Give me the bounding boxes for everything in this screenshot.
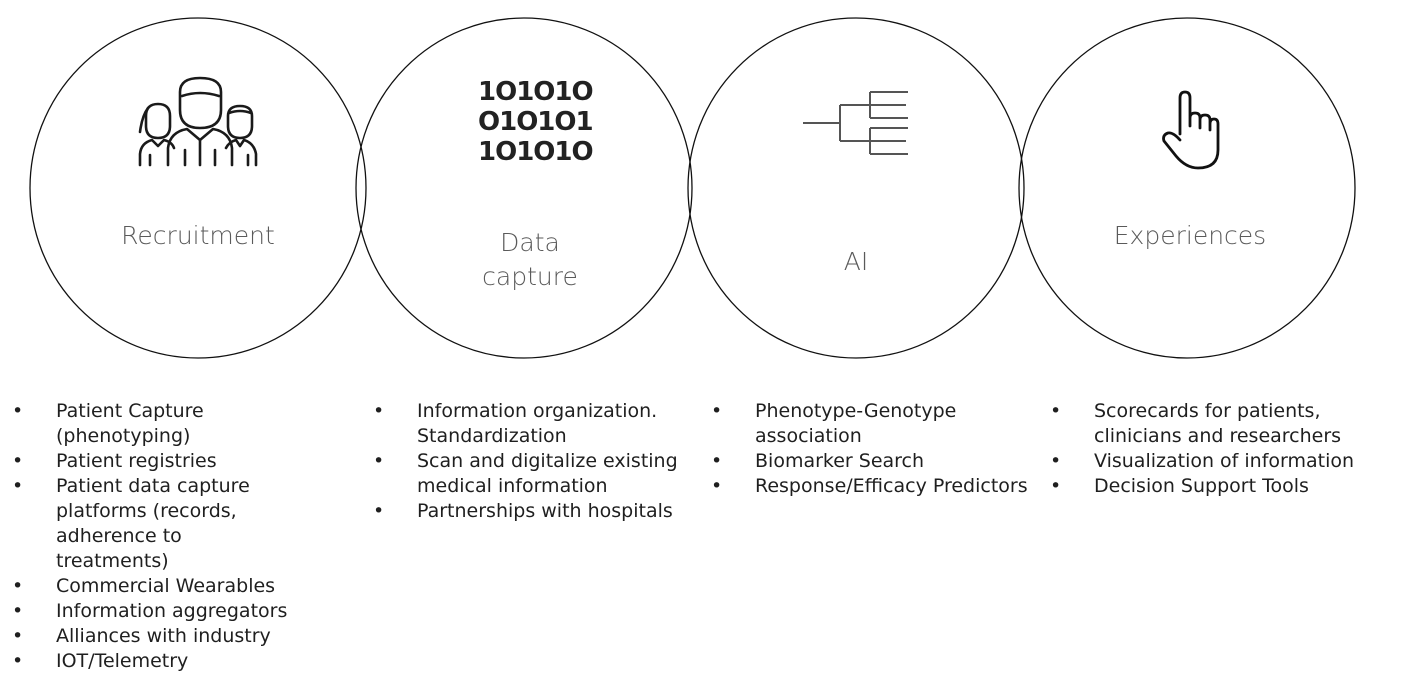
list-item: Patient Capture (phenotyping) xyxy=(12,399,226,449)
list-item: Partnerships with hospitals xyxy=(373,499,703,524)
hierarchy-tree-icon xyxy=(803,91,908,155)
binary-row: O1O1O1 xyxy=(478,107,594,137)
list-item: Alliances with industry xyxy=(12,624,312,649)
list-item: Patient registries xyxy=(12,449,312,474)
list-item: Phenotype-Genotype association xyxy=(711,399,985,449)
list-item: IOT/Telemetry xyxy=(12,649,312,674)
bullets-ai: Phenotype-Genotype association Biomarker… xyxy=(711,399,1046,499)
people-group-icon xyxy=(138,76,258,167)
bullets-data-capture: Information organization. Standardizatio… xyxy=(373,399,703,524)
binary-row: 1O1O1O xyxy=(478,137,594,167)
title-data-capture: Data capture xyxy=(430,226,630,294)
binary-data-icon: 1O1O1O O1O1O1 1O1O1O xyxy=(478,77,594,167)
circle-data-capture xyxy=(355,17,693,359)
list-item: Scorecards for patients, clinicians and … xyxy=(1050,399,1379,449)
title-data-capture-line1: Data xyxy=(500,228,560,257)
circle-experiences xyxy=(1018,17,1356,359)
bullets-experiences: Scorecards for patients, clinicians and … xyxy=(1050,399,1416,499)
bullets-recruitment: Patient Capture (phenotyping) Patient re… xyxy=(12,399,312,674)
title-experiences: Experiences xyxy=(1113,221,1267,250)
list-item: Decision Support Tools xyxy=(1050,474,1416,499)
binary-row: 1O1O1O xyxy=(478,77,594,107)
list-item: Scan and digitalize existing medical inf… xyxy=(373,449,697,499)
list-item: Response/Efficacy Predictors xyxy=(711,474,1046,499)
title-recruitment: Recruitment xyxy=(121,221,275,250)
circle-ai xyxy=(687,17,1025,359)
list-item: Visualization of information xyxy=(1050,449,1416,474)
circle-recruitment xyxy=(29,17,367,359)
title-data-capture-line2: capture xyxy=(482,262,578,291)
list-item: Information organization. Standardizatio… xyxy=(373,399,667,449)
list-item: Biomarker Search xyxy=(711,449,1046,474)
list-item: Commercial Wearables xyxy=(12,574,312,599)
pointing-hand-icon xyxy=(1162,90,1220,170)
list-item: Information aggregators xyxy=(12,599,312,624)
list-item: Patient data capture platforms (records,… xyxy=(12,474,271,574)
title-ai: AI xyxy=(843,247,869,276)
